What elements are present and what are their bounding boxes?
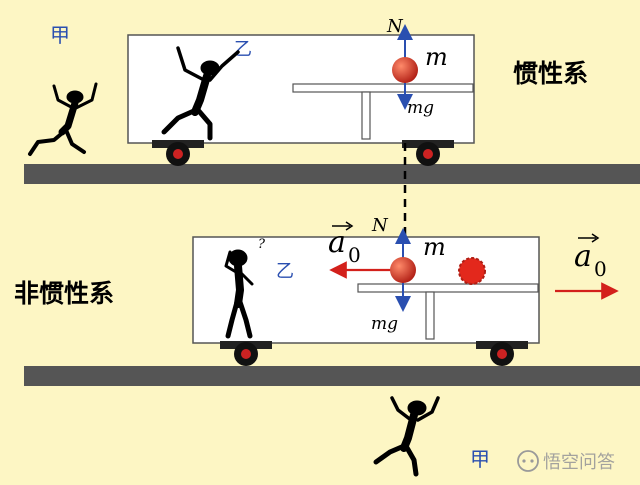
bottom-observer-ground-label: 甲 (470, 447, 490, 471)
bottom-label-n: N (371, 215, 389, 236)
bottom-car-wheel-right (476, 341, 528, 366)
top-observer-ground-figure (28, 82, 98, 156)
top-table (292, 83, 474, 140)
top-car-wheel-right (402, 140, 454, 166)
bottom-car-wheel-left (220, 341, 272, 366)
bottom-frame-label: 非惯性系 (14, 279, 114, 308)
top-label-n: N (386, 16, 404, 37)
top-label-mg: mg (407, 98, 434, 118)
bottom-ghost-ball (458, 257, 486, 285)
chat-bubble-icon (517, 450, 539, 472)
top-ground (24, 164, 640, 184)
bottom-inertial-accel-symbol: a (328, 225, 346, 260)
bottom-car-accel-label: a 0 (574, 233, 607, 281)
top-car-wheel-left (152, 140, 204, 166)
top-ball (392, 57, 418, 83)
bottom-observer-car-figure (224, 249, 254, 339)
bottom-inertial-accel-subscript: 0 (348, 243, 361, 267)
top-observer-car-figure (161, 46, 240, 141)
bottom-observer-car-label: 乙 (276, 261, 294, 282)
top-observer-car-label: 乙 (234, 39, 252, 60)
bottom-observer-ground-figure (373, 396, 440, 477)
bottom-panel: N m mg a 0 a 0 非惯性系 乙 甲 ? (14, 215, 640, 477)
bottom-label-mg: mg (371, 314, 398, 334)
bottom-ground (24, 366, 640, 386)
bottom-ball (390, 257, 416, 283)
top-panel: N m mg 惯性系 甲 乙 (24, 16, 640, 184)
top-observer-ground-label: 甲 (50, 23, 70, 47)
bottom-table (357, 283, 539, 340)
bottom-label-m: m (423, 233, 446, 261)
bottom-car-accel-symbol: a (574, 239, 592, 274)
top-label-m: m (425, 43, 448, 71)
bottom-question-mark: ? (258, 237, 266, 252)
watermark: 悟空问答 (517, 450, 615, 473)
top-frame-label: 惯性系 (513, 59, 588, 88)
bottom-car-accel-subscript: 0 (594, 257, 607, 281)
watermark-text: 悟空问答 (543, 452, 615, 473)
bottom-inertial-accel-label: a 0 (328, 221, 361, 267)
